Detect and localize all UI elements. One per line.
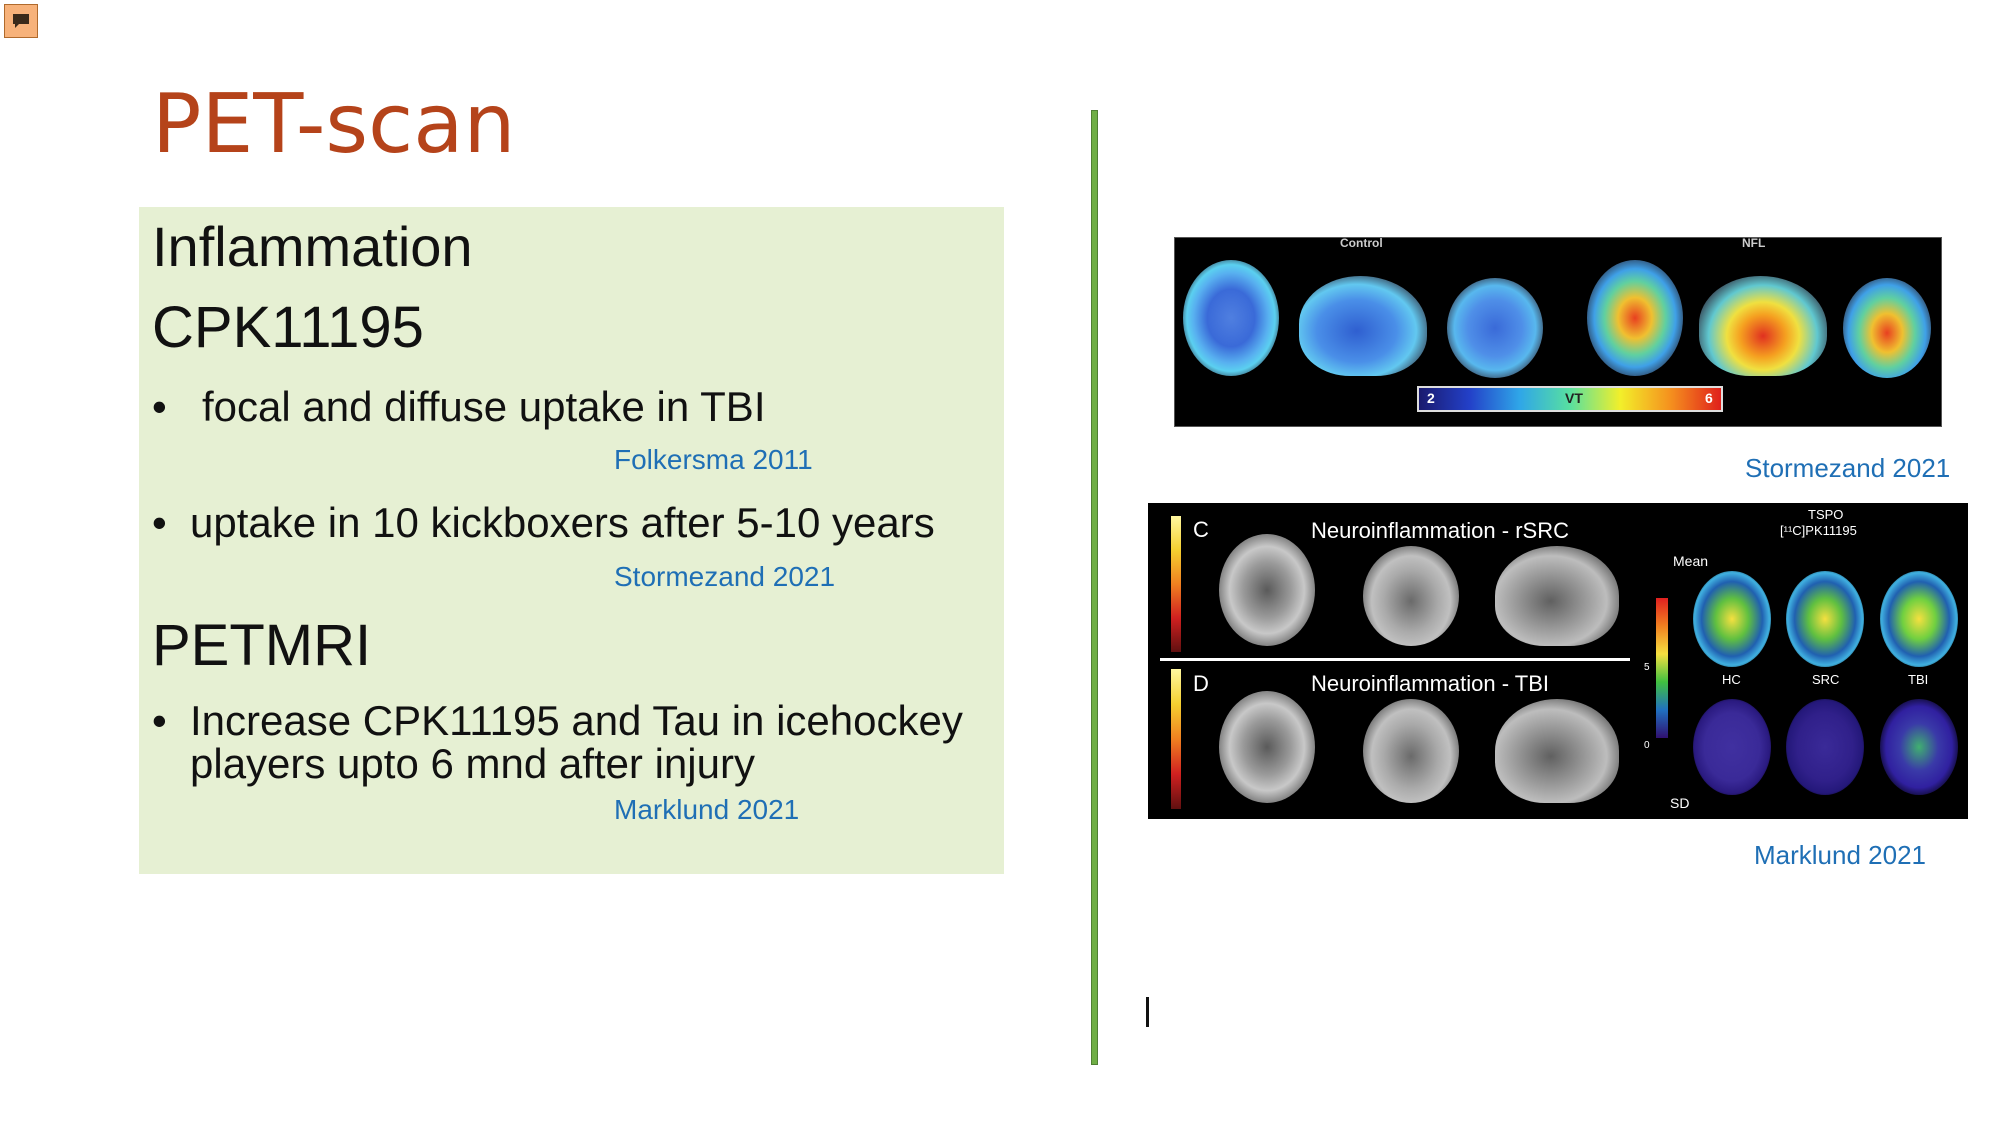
heading-petmri: PETMRI [152,613,372,678]
panel-d-title: Neuroinflammation - TBI [1311,671,1550,696]
citation-marklund: Marklund 2021 [614,794,800,825]
group-tbi: TBI [1908,672,1929,687]
panel-c-letter: C [1193,517,1209,542]
colorbar-vt [1417,386,1723,412]
panel-d-letter: D [1193,671,1209,696]
heading-cpk11195: CPK11195 [152,295,424,360]
panel-c: C Neuroinflammation - rSRC [1151,506,1631,656]
brain-scan-image [1587,260,1683,376]
panel-separator [1160,658,1630,661]
heading-inflammation: Inflammation [152,215,473,278]
bullet-text-line2: players upto 6 mnd after injury [190,740,755,787]
bullet-dot: • [152,499,167,546]
brain-scan-image [1880,571,1958,667]
panel-c-title: Neuroinflammation - rSRC [1311,518,1569,543]
figure2-caption: Marklund 2021 [1754,840,1926,870]
content-box: Inflammation CPK11195 • focal and diffus… [139,207,1004,874]
panel-d: D Neuroinflammation - TBI [1151,663,1631,815]
brain-scan-image [1693,699,1771,795]
brain-scan-image [1447,278,1543,378]
brain-scan-image [1299,276,1427,376]
brain-scan-image [1880,699,1958,795]
group-src: SRC [1812,672,1840,687]
brain-scan-image [1786,699,1864,795]
bullet-text: focal and diffuse uptake in TBI [202,383,766,430]
brain-scan-image [1219,534,1315,646]
bullet-text: uptake in 10 kickboxers after 5-10 years [190,499,935,546]
comment-icon[interactable] [4,4,38,38]
colorbar-vertical [1171,516,1181,652]
bullet-text-line1: Increase CPK11195 and Tau in icehockey [190,697,963,744]
scale-5: 5 [1644,662,1650,673]
text-cursor [1146,997,1149,1027]
label-nfl: NFL [1742,237,1766,250]
citation-stormezand: Stormezand 2021 [614,561,836,592]
label-control: Control [1340,237,1383,250]
brain-scan-image [1363,546,1459,646]
brain-scan-image [1693,571,1771,667]
scale-0: 0 [1644,740,1650,751]
brain-scan-image [1363,699,1459,803]
brain-scan-image [1786,571,1864,667]
vertical-divider [1091,110,1098,1065]
citation-folkersma: Folkersma 2011 [614,444,813,475]
brain-scan-image [1183,260,1279,376]
bullet-dot: • [152,697,167,744]
group-hc: HC [1722,672,1741,687]
colorbar-vertical [1171,669,1181,809]
tspo-label-line1: TSPO [1808,507,1844,522]
slide-title: PET-scan [152,77,516,172]
mean-label: Mean [1673,553,1709,569]
pet-figure-control-nfl: Control NFL 2 VT 6 [1174,237,1942,427]
brain-scan-image [1495,699,1619,803]
brain-scan-image [1699,276,1827,376]
bullet-dot: • [152,383,167,430]
figure1-caption: Stormezand 2021 [1745,453,1951,483]
colorbar-min: 2 [1427,390,1435,406]
colorbar-label: VT [1565,390,1583,406]
brain-scan-image [1495,546,1619,646]
brain-scan-image [1843,278,1931,378]
colorbar-tspo [1656,598,1668,738]
sd-label: SD [1670,795,1690,811]
brain-scan-image [1219,691,1315,803]
tspo-label-line2: [¹¹C]PK11195 [1780,523,1857,538]
pet-figure-neuroinflammation: C Neuroinflammation - rSRC D Neuroinflam… [1148,503,1968,819]
colorbar-max: 6 [1705,390,1713,406]
